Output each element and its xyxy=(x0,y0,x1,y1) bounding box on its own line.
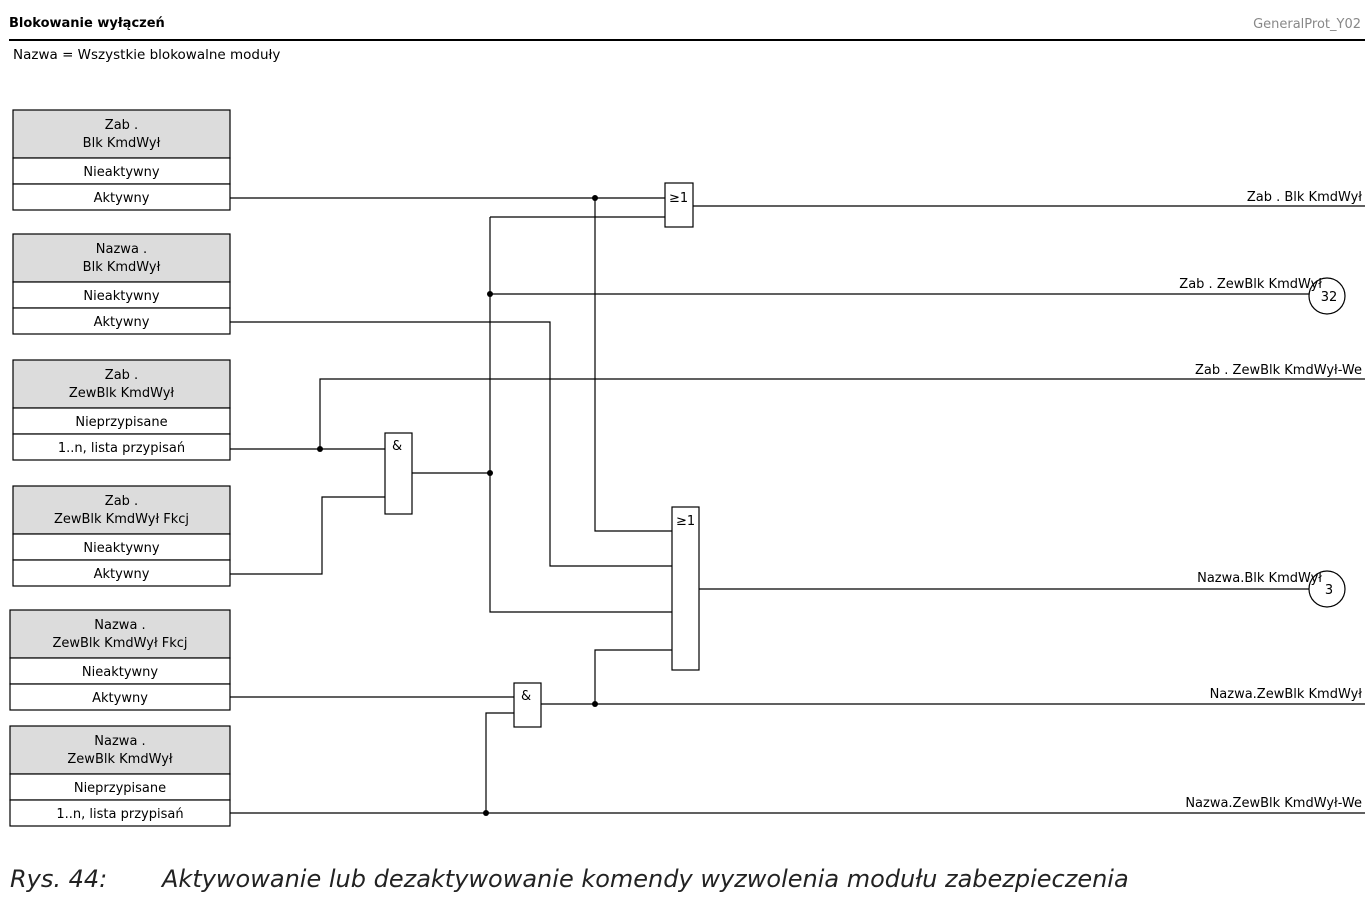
or-gate-top-symbol: ≥1 xyxy=(669,191,688,206)
output-label: Nazwa.ZewBlk KmdWył xyxy=(1210,687,1363,702)
reference-number: 3 xyxy=(1325,583,1333,598)
input-block-option: Nieaktywny xyxy=(83,289,159,304)
input-block-option-row xyxy=(12,559,231,587)
and-gate-upper-symbol: & xyxy=(392,439,402,454)
input-block-option-row xyxy=(9,773,231,801)
input-block-option-row xyxy=(9,799,231,827)
and-gate-lower-symbol: & xyxy=(521,689,531,704)
or-gate-top xyxy=(664,182,694,228)
wire-and-lower-to-or-big xyxy=(594,649,672,704)
output-label: Zab . ZewBlk KmdWył xyxy=(1179,277,1322,292)
reference-number: 32 xyxy=(1321,290,1338,305)
input-block-title: Nazwa . xyxy=(94,618,145,633)
input-block-header xyxy=(12,109,231,159)
input-block-option-row xyxy=(12,407,231,435)
wire-zab-zewblk-fkcj xyxy=(230,496,385,575)
or-gate-big-symbol: ≥1 xyxy=(676,514,695,529)
output-label: Zab . ZewBlk KmdWył-We xyxy=(1195,363,1362,378)
and-gate-lower xyxy=(513,682,542,728)
junction-dot xyxy=(317,446,323,452)
input-block-title: Zab . xyxy=(105,494,138,509)
input-block-option: 1..n, lista przypisań xyxy=(56,807,183,822)
input-block-option: Aktywny xyxy=(92,691,148,706)
output-label: Zab . Blk KmdWył xyxy=(1247,190,1362,205)
input-block-title: ZewBlk KmdWył xyxy=(67,752,172,767)
figure-caption: Rys. 44: Aktywowanie lub dezaktywowanie k… xyxy=(10,865,1129,893)
input-block-option-row xyxy=(12,157,231,185)
input-block-option-row xyxy=(12,533,231,561)
input-block-title: Zab . xyxy=(105,368,138,383)
input-block-option: Aktywny xyxy=(94,191,150,206)
input-block-title: ZewBlk KmdWył Fkcj xyxy=(52,636,187,651)
input-block-option: Nieaktywny xyxy=(82,665,158,680)
diagram-id: GeneralProt_Y02 xyxy=(1253,17,1361,32)
wire-nazwa-zewblk-to-and xyxy=(485,712,514,813)
input-block-title: Blk KmdWył xyxy=(83,260,161,275)
input-block-option: 1..n, lista przypisań xyxy=(58,441,185,456)
junction-dot xyxy=(592,701,598,707)
input-block-title: Nazwa . xyxy=(96,242,147,257)
input-block-title: Blk KmdWył xyxy=(83,136,161,151)
input-block-option: Aktywny xyxy=(94,315,150,330)
input-block-title: ZewBlk KmdWył Fkcj xyxy=(54,512,189,527)
output-label: Nazwa.ZewBlk KmdWył-We xyxy=(1185,796,1362,811)
wire-zab-blk-to-or-big xyxy=(594,198,672,532)
input-block-option: Nieprzypisane xyxy=(74,781,166,796)
input-block-option-row xyxy=(12,307,231,335)
input-block-option: Nieprzypisane xyxy=(75,415,167,430)
output-label: Nazwa.Blk KmdWył xyxy=(1197,571,1322,586)
junction-dot xyxy=(592,195,598,201)
caption-number: Rys. 44: xyxy=(10,865,108,893)
input-block-option: Nieaktywny xyxy=(83,165,159,180)
input-block-header xyxy=(12,485,231,535)
input-block-option: Aktywny xyxy=(94,567,150,582)
input-block-title: Zab . xyxy=(105,118,138,133)
input-block-header xyxy=(9,609,231,659)
junction-dot xyxy=(487,291,493,297)
input-block-header xyxy=(12,233,231,283)
reference-circle xyxy=(1308,277,1346,315)
input-block-title: ZewBlk KmdWył xyxy=(69,386,174,401)
input-block-option-row xyxy=(12,433,231,461)
reference-circle xyxy=(1308,570,1346,608)
and-gate-upper xyxy=(384,432,413,515)
input-block-header xyxy=(9,725,231,775)
diagram-title: Blokowanie wyłączeń xyxy=(9,16,165,31)
input-block-option: Nieaktywny xyxy=(83,541,159,556)
caption-text: Aktywowanie lub dezaktywowanie komendy w… xyxy=(162,865,1129,893)
or-gate-big xyxy=(671,506,700,671)
diagram-subtitle: Nazwa = Wszystkie blokowalne moduły xyxy=(13,47,281,63)
input-block-option-row xyxy=(9,683,231,711)
wire-zab-zewblk-we xyxy=(319,378,1365,449)
input-block-option-row xyxy=(12,281,231,309)
input-block-title: Nazwa . xyxy=(94,734,145,749)
input-block-header xyxy=(12,359,231,409)
junction-dot xyxy=(483,810,489,816)
wire-nazwa-blk xyxy=(230,321,672,567)
header-rule xyxy=(9,39,1365,41)
input-block-option-row xyxy=(12,183,231,211)
junction-dot xyxy=(487,470,493,476)
wire-and-upper-bus xyxy=(489,217,672,613)
